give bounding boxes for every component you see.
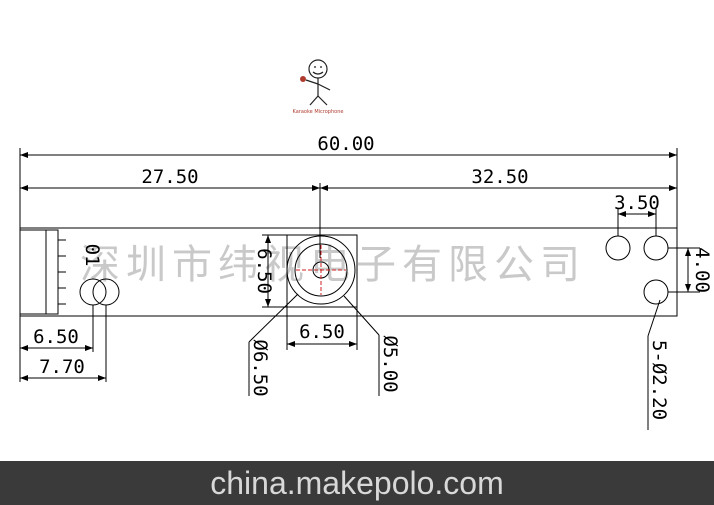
connector xyxy=(19,229,66,315)
dim-right-offset: 32.50 xyxy=(471,166,528,188)
dim-connector-b: 7.70 xyxy=(39,356,85,378)
lens-outer-circle xyxy=(286,235,356,305)
mount-hole-3 xyxy=(643,279,669,305)
dim-lens-width: 6.50 xyxy=(299,321,345,343)
dim-hole-vertical: 4.00 xyxy=(691,247,713,293)
mount-hole-1 xyxy=(605,235,631,261)
footer-text: china.makepolo.com xyxy=(210,464,504,501)
logo-text: Karaoke Microphone xyxy=(293,109,344,115)
dim-lens-inner-dia: Ø5.00 xyxy=(379,335,401,392)
footer-bar: china.makepolo.com xyxy=(0,461,714,505)
dim-overall-length: 60.00 xyxy=(317,133,374,155)
dim-lens-height: 6.50 xyxy=(253,248,275,294)
center-crosshair xyxy=(296,245,346,295)
dim-lens-outer-dia: Ø6.50 xyxy=(249,339,271,396)
dim-left-offset: 27.50 xyxy=(141,166,198,188)
lens-inner-circle xyxy=(294,243,348,297)
dim-hole-spacing: 3.50 xyxy=(614,192,660,214)
dim-connector-a: 6.50 xyxy=(33,326,79,348)
logo-icon xyxy=(300,59,331,106)
dim-mount-holes: 5-Ø2.20 xyxy=(648,340,670,420)
watermark-text: 深圳市纬视电子有限公司 xyxy=(80,242,586,288)
mount-hole-2 xyxy=(643,235,669,261)
connector-label: 01 xyxy=(81,244,103,267)
technical-drawing: Karaoke Microphone 深圳市纬视电子有限公司 xyxy=(19,59,713,430)
